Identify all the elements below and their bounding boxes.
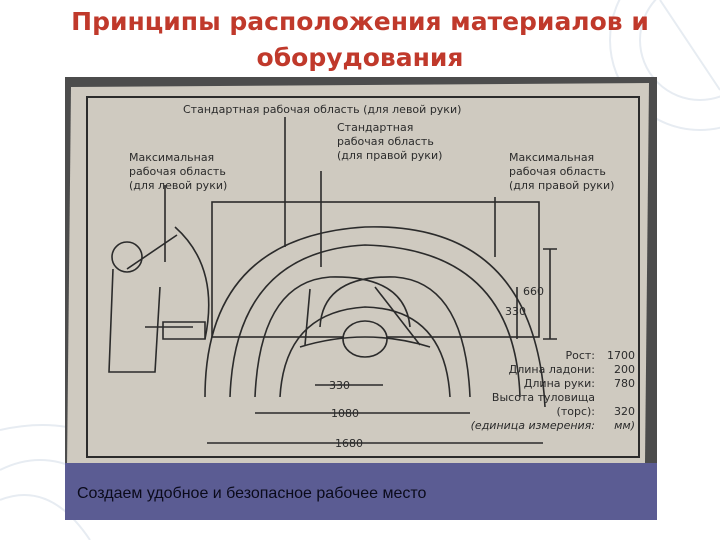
spec-value-torso: 320: [614, 405, 635, 418]
caption-bar: Создаем удобное и безопасное рабочее мес…: [65, 463, 657, 520]
spec-value-palm: 200: [614, 363, 635, 376]
spec-value-units: мм): [614, 419, 635, 432]
max-area-arc: [229, 244, 521, 398]
svg-text:Стандартная рабочая обла: Стандартная рабочая область (для правой …: [337, 121, 442, 162]
spec-value-arm: 780: [614, 377, 635, 390]
dim-1080-label: 1080: [331, 407, 359, 420]
side-person-head: [111, 241, 143, 273]
dim-1680-label: 1680: [335, 437, 363, 450]
caption-text: Создаем удобное и безопасное рабочее мес…: [77, 485, 427, 502]
person-arms: [304, 286, 421, 346]
label-std-right-3: (для правой руки): [337, 149, 442, 162]
workspace-diagram-photo: Стандартная рабочая область (для левой р…: [65, 77, 657, 520]
label-std-right-1: Стандартная: [337, 121, 413, 134]
side-person-body: [108, 234, 193, 373]
label-std-left: Стандартная рабочая область (для левой р…: [183, 103, 461, 116]
label-max-right-3: (для правой руки): [509, 179, 614, 192]
spec-label-units: (единица измерения:: [471, 419, 595, 432]
title-line-2: оборудования: [256, 43, 464, 72]
person-shoulders: [299, 336, 431, 348]
dim-330-label: 330: [329, 379, 350, 392]
dim-660-label: 660: [523, 285, 544, 298]
spec-label-torso-2: (торс):: [557, 405, 595, 418]
slide-title: Принципы расположения материалов и обору…: [10, 4, 710, 76]
side-reach-arc: [174, 226, 210, 340]
label-max-left-3: (для левой руки): [129, 179, 227, 192]
label-max-right-2: рабочая область: [509, 165, 606, 178]
book-page: [67, 83, 649, 467]
dim-330-vertical-label: 330: [505, 305, 526, 318]
title-line-1: Принципы расположения материалов и: [71, 7, 649, 36]
person-head: [342, 320, 388, 358]
dim-660-line: [543, 248, 557, 340]
max-area-outer-arc: [204, 226, 546, 408]
spec-label-arm: Длина руки:: [524, 377, 595, 390]
svg-text:Максимальная рабочая обл: Максимальная рабочая область (для левой …: [129, 151, 229, 192]
svg-text:Максимальная рабочая обл: Максимальная рабочая область (для правой…: [509, 151, 614, 192]
spec-label-palm: Длина ладони:: [509, 363, 595, 376]
label-std-right-2: рабочая область: [337, 135, 434, 148]
label-max-right-1: Максимальная: [509, 151, 594, 164]
spec-label-torso: Высота туловища: [492, 391, 595, 404]
spec-label-height: Рост:: [565, 349, 595, 362]
std-area-left-arc: [254, 276, 411, 398]
diagram-frame: [86, 96, 640, 458]
std-area-right-arc: [319, 276, 471, 398]
label-max-left-2: рабочая область: [129, 165, 226, 178]
inner-arc: [279, 306, 451, 398]
spec-value-height: 1700: [607, 349, 635, 362]
label-max-left-1: Максимальная: [129, 151, 214, 164]
